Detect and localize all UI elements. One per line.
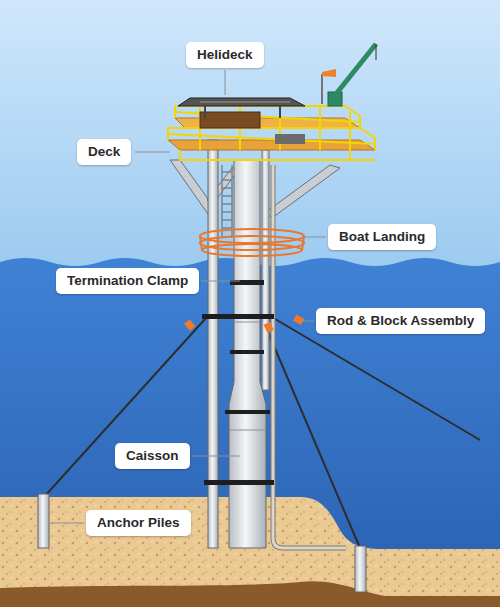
leader-line xyxy=(302,321,314,322)
guy-wire xyxy=(270,316,480,440)
leader-line xyxy=(225,70,226,95)
module xyxy=(200,112,260,128)
stair-step xyxy=(222,171,232,172)
stair-step xyxy=(222,179,232,180)
helideck-surface xyxy=(178,98,305,106)
crane-cab xyxy=(328,92,342,106)
windsock xyxy=(322,69,336,77)
leader-line xyxy=(201,281,240,282)
leader-line xyxy=(49,523,84,524)
leader-line xyxy=(302,237,326,238)
landing-post xyxy=(200,236,202,250)
leader-lines xyxy=(49,70,326,523)
crane-hook xyxy=(376,44,377,60)
stair-step xyxy=(222,187,232,188)
landing-ring xyxy=(202,244,302,256)
deck-structure xyxy=(168,106,375,160)
part-label: Rod & Block Assembly xyxy=(316,308,485,334)
leader-line xyxy=(192,456,240,457)
clamp xyxy=(230,350,264,354)
part-label: Boat Landing xyxy=(328,224,436,250)
helideck-marking xyxy=(200,102,290,103)
rod-block xyxy=(264,322,274,333)
helideck-support xyxy=(279,106,281,118)
crane-boom xyxy=(336,44,376,94)
crane xyxy=(322,44,376,106)
stair-step xyxy=(222,195,232,196)
part-label: Caisson xyxy=(115,443,190,469)
stair-rail xyxy=(221,165,222,238)
stair-rail xyxy=(231,165,232,238)
anchor-pile xyxy=(355,546,366,592)
stair-step xyxy=(222,227,232,228)
leader-line xyxy=(135,152,170,153)
rod-block xyxy=(184,319,195,330)
clamp xyxy=(225,410,270,414)
caisson-joint xyxy=(229,430,266,431)
caisson-pipe xyxy=(229,160,266,548)
riser xyxy=(273,165,346,548)
riser-outline xyxy=(273,165,346,548)
windsock-mast xyxy=(321,74,323,104)
helideck xyxy=(178,98,305,118)
part-label: Deck xyxy=(77,139,131,165)
leg-pipe xyxy=(208,140,218,548)
clamp xyxy=(202,314,274,319)
caisson-joint xyxy=(234,322,260,323)
railing xyxy=(175,106,360,128)
railing xyxy=(180,150,375,160)
anchor-pile xyxy=(38,494,49,548)
clamp xyxy=(204,480,274,485)
equipment xyxy=(275,134,305,144)
bedrock xyxy=(0,581,500,607)
part-label: Anchor Piles xyxy=(86,510,191,536)
brace xyxy=(266,165,340,218)
sky xyxy=(0,0,500,270)
stair-step xyxy=(222,211,232,212)
stair-step xyxy=(222,203,232,204)
part-label: Helideck xyxy=(186,42,264,68)
guy-wire xyxy=(44,318,206,497)
stair-step xyxy=(222,219,232,220)
railing-post xyxy=(349,112,351,160)
part-label: Termination Clamp xyxy=(56,268,199,294)
rod-block xyxy=(293,315,304,326)
railing-post xyxy=(319,106,321,150)
stairs xyxy=(222,165,232,238)
clamps xyxy=(202,280,274,485)
boat-landing xyxy=(200,229,304,256)
rod-blocks xyxy=(184,315,304,333)
deck-railings xyxy=(168,106,375,160)
helideck-support xyxy=(204,106,206,118)
landing-post xyxy=(302,236,304,250)
